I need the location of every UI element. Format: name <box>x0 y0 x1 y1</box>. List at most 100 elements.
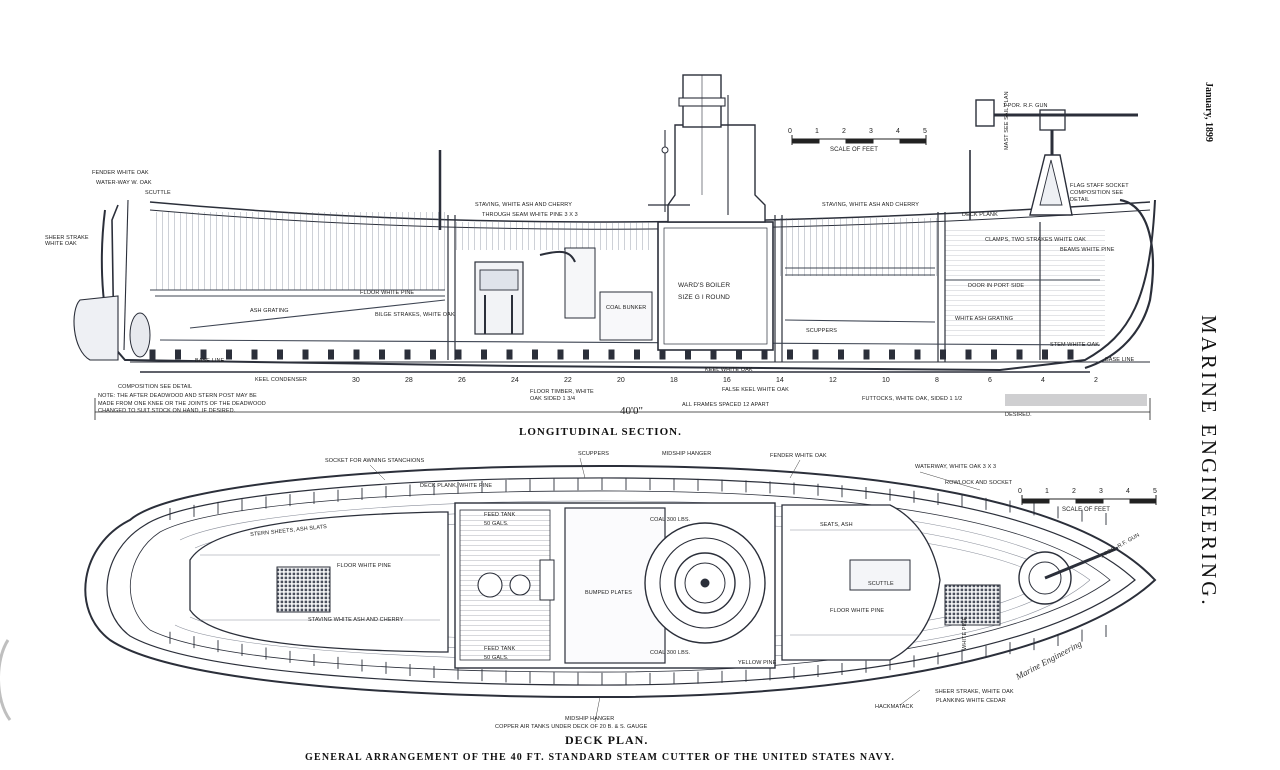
scale-tick: 2 <box>842 128 846 135</box>
deck-label-sheer-strake: SHEER STRAKE, WHITE OAK <box>935 689 1014 695</box>
label-scuppers: SCUPPERS <box>806 328 838 334</box>
seats-floor <box>150 267 1101 346</box>
frame-number: 18 <box>670 377 678 384</box>
label-frames: ALL FRAMES SPACED 12 APART <box>682 402 770 408</box>
frame-block <box>532 349 538 360</box>
frame-number: 8 <box>935 377 939 384</box>
pencil-mark <box>0 639 12 721</box>
aft-staving <box>155 212 445 290</box>
label-grating-aft: WHITE ASH GRATING <box>955 316 1014 322</box>
label-clamps: CLAMPS, TWO STRAKES WHITE OAK <box>985 237 1086 243</box>
engine-staving <box>455 222 650 250</box>
label-bilge: BILGE STRAKES, WHITE OAK <box>375 312 455 318</box>
label-length: 40'0" <box>620 405 643 417</box>
frame-block <box>787 349 793 360</box>
frame-block <box>889 349 895 360</box>
label-stem: STEM WHITE OAK <box>1050 342 1100 348</box>
frame-block <box>430 349 436 360</box>
gun-ring <box>944 546 1119 626</box>
leader-lines <box>369 457 981 723</box>
label-gun: 1 POR. R.F. GUN <box>1003 103 1048 109</box>
label-mast: MAST SEE SAIL PLAN <box>1004 91 1010 150</box>
frame-block <box>1042 349 1048 360</box>
frame-block <box>812 349 819 360</box>
label-futtocks: FUTTOCKS, WHITE OAK, SIDED 1 1/2 <box>862 396 963 402</box>
section-title: LONGITUDINAL SECTION. <box>519 426 682 438</box>
deck-label-seats: SEATS, ASH <box>820 522 853 528</box>
label-scuttle-top: SCUTTLE <box>145 190 171 196</box>
frame-block <box>277 349 283 360</box>
frame-block <box>965 349 972 360</box>
frame-ticks <box>149 349 1074 360</box>
label-sheer-strake: SHEER STRAKE WHITE OAK <box>45 235 89 247</box>
frame-number: 30 <box>352 377 360 384</box>
scale-tick: 1 <box>1045 488 1049 495</box>
deck-label-floor: FLOOR WHITE PINE <box>337 563 392 569</box>
scale-tick: 5 <box>923 128 927 135</box>
frame-number: 20 <box>617 377 625 384</box>
deck-ribs <box>169 478 1107 685</box>
deck-label-coal-bottom: COAL 300 LBS. <box>650 650 691 656</box>
frame-block <box>226 349 232 360</box>
frame-block <box>991 349 997 360</box>
frame-block <box>838 349 844 360</box>
label-base-line-left: BASE LINE <box>195 358 225 364</box>
frame-number: 12 <box>829 377 837 384</box>
deck-label-floor-fwd: FLOOR WHITE PINE <box>830 608 885 614</box>
frame-block <box>404 349 411 360</box>
frame-block <box>608 349 615 360</box>
frame-block <box>659 349 666 360</box>
figure-caption: GENERAL ARRANGEMENT OF THE 40 FT. STANDA… <box>305 752 896 763</box>
frame-block <box>710 349 717 360</box>
scale-tick: 3 <box>869 128 873 135</box>
frame-block <box>634 349 640 360</box>
label-deck-plank: DECK PLANK <box>962 212 998 218</box>
scale-tick: 5 <box>1153 488 1157 495</box>
deck-label-scuppers: SCUPPERS <box>578 451 610 457</box>
deck-label-white-pine: WHITE PINE <box>962 616 968 650</box>
label-base-line-right: BASE LINE <box>1105 357 1135 363</box>
deck-label-waterway: WATERWAY, WHITE OAK 3 X 3 <box>915 464 997 470</box>
frame-number: 16 <box>723 377 731 384</box>
deck-label-midship-hanger-bottom: MIDSHIP HANGER <box>565 716 615 722</box>
frame-block <box>379 349 385 360</box>
frame-block <box>761 349 768 360</box>
deck-label-feed-tank-top: FEED TANK 50 GALS. <box>484 512 516 527</box>
fwd-cockpit <box>781 504 941 661</box>
deck-label-deck-plank: DECK PLANK, WHITE PINE <box>420 483 493 489</box>
scale-tick: 2 <box>1072 488 1076 495</box>
scale-tick: 4 <box>896 128 900 135</box>
frame-block <box>1016 349 1023 360</box>
engine-room <box>454 502 776 669</box>
label-door: DOOR IN PORT SIDE <box>968 283 1025 289</box>
frame-number: 24 <box>511 377 519 384</box>
deck-title: DECK PLAN. <box>565 733 649 747</box>
engine <box>474 247 653 341</box>
label-keel: KEEL WHITE OAK <box>705 367 753 373</box>
label-desired: DESIRED. <box>1005 412 1032 418</box>
label-staving-aft: STAVING, WHITE ASH AND CHERRY <box>822 202 920 208</box>
deck-plan-hull <box>84 464 1157 699</box>
frame-block <box>685 349 691 360</box>
aft-cockpit <box>189 511 449 653</box>
deck-label-staving: STAVING WHITE ASH AND CHERRY <box>308 617 404 623</box>
deck-label-hackmatack: HACKMATACK <box>875 704 914 710</box>
scale-deck-label: SCALE OF FEET <box>1062 507 1110 513</box>
boiler-and-funnel <box>648 74 774 351</box>
label-beams: BEAMS WHITE PINE <box>1060 247 1115 253</box>
frame-block <box>506 349 513 360</box>
scale-top-label: SCALE OF FEET <box>830 147 878 153</box>
label-ash-grating: ASH GRATING <box>250 308 289 314</box>
label-waterway: WATER-WAY W. OAK <box>96 180 152 186</box>
frame-block <box>557 349 564 360</box>
deck-label-scuttle: SCUTTLE <box>868 581 894 587</box>
journal-title: MARINE ENGINEERING. <box>1197 315 1221 608</box>
scale-tick: 3 <box>1099 488 1103 495</box>
bulkheads <box>447 212 1041 362</box>
overall-length-dimension <box>94 398 1151 420</box>
label-through-seam: THROUGH SEAM WHITE PINE 3 X 3 <box>482 212 578 218</box>
frame-block <box>353 349 360 360</box>
label-keel-condenser: KEEL CONDENSER <box>255 377 307 383</box>
